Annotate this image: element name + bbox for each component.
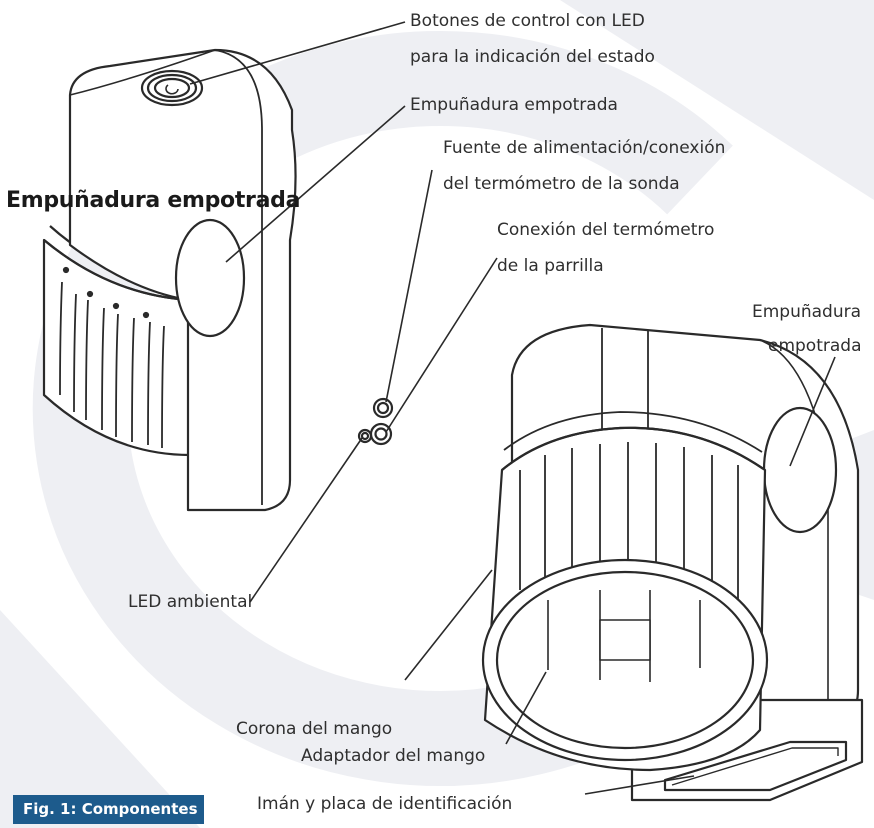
handle-adapter	[481, 558, 769, 762]
leader-lines	[189, 21, 836, 795]
figure-caption: Fig. 1: Componentes	[13, 795, 204, 824]
label-control-buttons-line1: Botones de control con LED	[410, 11, 645, 31]
control-button	[140, 69, 204, 107]
label-handle-adapter: Adaptador del mango	[301, 746, 486, 766]
label-power-connection-line1: Fuente de alimentación/conexión	[443, 138, 726, 158]
label-recessed-grip-right-line1: Empuñadura	[752, 302, 862, 322]
device-rear-view	[481, 323, 864, 802]
handle-crown-left	[42, 225, 192, 457]
label-ambient-led: LED ambiental	[128, 592, 253, 612]
label-recessed-grip-right-line2: empotrada	[768, 336, 862, 356]
label-power-connection-line2: del termómetro de la sonda	[443, 174, 680, 194]
label-handle-crown: Corona del mango	[236, 719, 393, 739]
grill-thermometer-port	[369, 422, 393, 446]
label-recessed-grip-top: Empuñadura empotrada	[410, 95, 618, 115]
diagram-heading: Empuñadura empotrada	[6, 188, 301, 213]
label-grill-thermometer-line2: de la parrilla	[497, 256, 604, 276]
label-magnet-nameplate: Imán y placa de identificación	[257, 794, 513, 814]
recessed-grip-right	[762, 406, 838, 534]
recessed-grip-left	[174, 218, 246, 338]
device-body-left	[68, 48, 394, 512]
label-control-buttons-line2: para la indicación del estado	[410, 47, 655, 67]
power-connection-port	[372, 397, 394, 419]
label-grill-thermometer-line1: Conexión del termómetro	[497, 220, 715, 240]
device-front-view	[42, 48, 394, 512]
